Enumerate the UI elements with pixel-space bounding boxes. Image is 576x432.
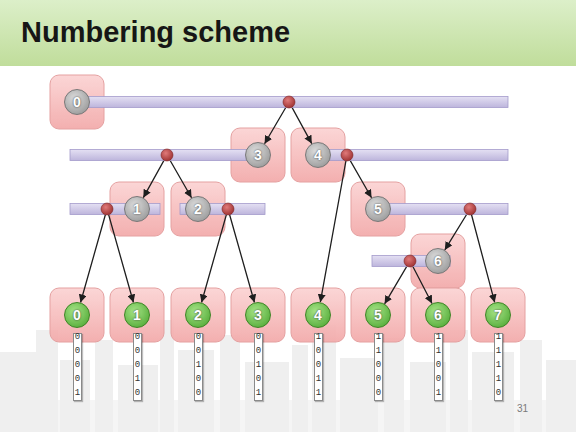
- bit-string: 11000: [374, 333, 383, 401]
- leaf-node: 2: [185, 302, 211, 328]
- bit-digits: 00100: [194, 332, 203, 402]
- bit-string: 11001: [434, 333, 443, 401]
- split-points: [101, 96, 476, 267]
- page-number: 31: [517, 403, 528, 414]
- split-dot: [283, 96, 295, 108]
- bit-digits: 11110: [494, 332, 503, 402]
- node-number: 2: [194, 201, 202, 217]
- tree-arrow: [90, 102, 312, 144]
- leaf-node: 5: [365, 302, 391, 328]
- tree-node: 6: [425, 248, 451, 274]
- range-bar: [376, 204, 508, 215]
- leaf-node: 6: [425, 302, 451, 328]
- tree-node: 2: [185, 196, 211, 222]
- node-number: 6: [434, 307, 442, 323]
- bit-digits: 00010: [133, 332, 142, 402]
- tree-arrow: [143, 155, 245, 198]
- node-number: 1: [133, 307, 141, 323]
- tree-node: 3: [245, 142, 271, 168]
- bit-string: 11110: [494, 333, 503, 401]
- bit-digits: 00101: [254, 332, 263, 402]
- node-number: 0: [73, 307, 81, 323]
- title-band: [0, 0, 576, 66]
- node-number: 7: [494, 307, 502, 323]
- range-bar: [70, 150, 260, 161]
- tree-node: 0: [64, 89, 90, 115]
- id-range-bars: [70, 97, 508, 267]
- split-dot: [222, 203, 234, 215]
- split-dot: [341, 149, 353, 161]
- tree-arrow: [320, 155, 347, 302]
- node-number: 2: [194, 307, 202, 323]
- bit-string: 10011: [314, 333, 323, 401]
- tree-node: 4: [305, 142, 331, 168]
- node-number: 5: [374, 307, 382, 323]
- leaf-node: 3: [245, 302, 271, 328]
- tree-arrow: [385, 261, 425, 304]
- split-dot: [404, 255, 416, 267]
- leaf-node: 7: [485, 302, 511, 328]
- bit-string: 00101: [254, 333, 263, 401]
- node-number: 6: [434, 253, 442, 269]
- split-dot: [161, 149, 173, 161]
- bit-string: 00010: [133, 333, 142, 401]
- leaf-node: 1: [124, 302, 150, 328]
- node-backdrops: [50, 75, 525, 342]
- node-number: 5: [374, 201, 382, 217]
- tree-arrow: [391, 209, 470, 250]
- node-number: 0: [73, 94, 81, 110]
- node-number: 3: [254, 307, 262, 323]
- bit-digits: 11001: [434, 332, 443, 402]
- node-number: 4: [314, 307, 322, 323]
- tree-arrow: [211, 209, 254, 302]
- bit-string: 00001: [73, 333, 82, 401]
- bit-digits: 00001: [73, 332, 82, 402]
- node-number: 3: [254, 147, 262, 163]
- range-bar: [80, 97, 508, 108]
- node-number: 4: [314, 147, 322, 163]
- leaf-node: 4: [305, 302, 331, 328]
- tree-arrow: [90, 102, 289, 144]
- tree-node: 5: [365, 196, 391, 222]
- slide-title: Numbering scheme: [21, 16, 290, 49]
- tree-arrow: [202, 209, 228, 302]
- range-bar: [316, 150, 508, 161]
- node-number: 1: [133, 201, 141, 217]
- tree-arrow: [167, 155, 245, 198]
- tree-arrow: [81, 209, 124, 302]
- bit-digits: 10011: [314, 332, 323, 402]
- leaf-node: 0: [64, 302, 90, 328]
- tree-arrow: [107, 209, 133, 302]
- bit-string: 00100: [194, 333, 203, 401]
- split-dot: [101, 203, 113, 215]
- split-dot: [464, 203, 476, 215]
- bit-digits: 11000: [374, 332, 383, 402]
- tree-node: 1: [124, 196, 150, 222]
- tree-arrow: [331, 155, 372, 198]
